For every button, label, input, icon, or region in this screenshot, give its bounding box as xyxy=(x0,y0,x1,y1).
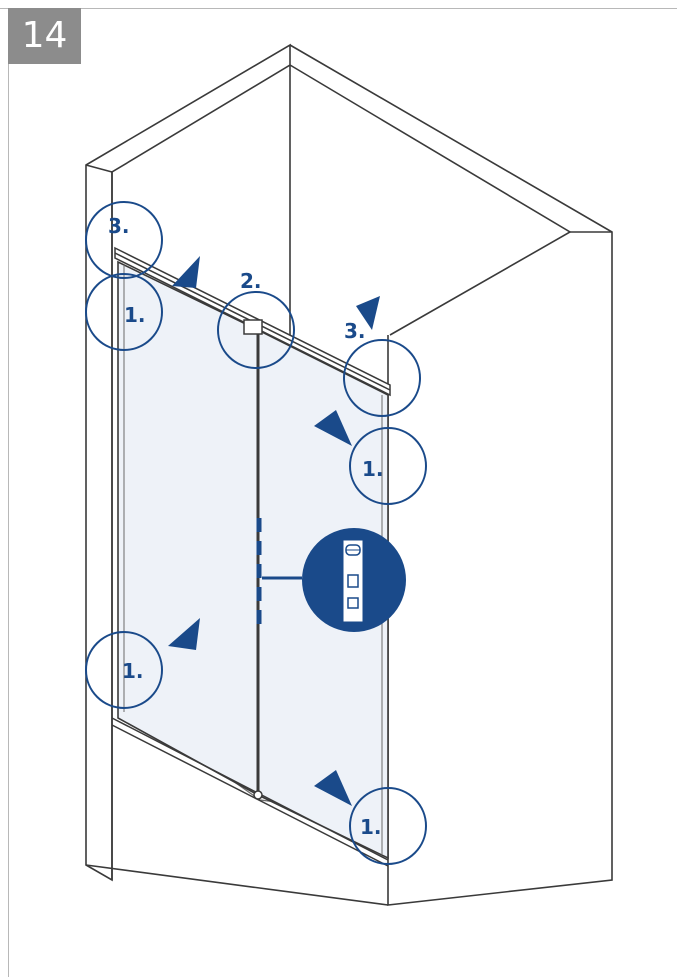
callout-3-top-left: 3. xyxy=(108,214,130,238)
spirit-level-icon xyxy=(262,528,406,632)
callout-1-bottom-right: 1. xyxy=(360,815,382,839)
callout-circles xyxy=(85,201,427,865)
callout-1-bottom-left: 1. xyxy=(122,659,144,683)
callout-1-top-left: 1. xyxy=(124,303,146,327)
callout-3-top-right: 3. xyxy=(344,319,366,343)
step-number-badge: 14 xyxy=(8,8,81,64)
callout-2-top-center: 2. xyxy=(240,269,262,293)
callout-labels: 3. 1. 2. 3. 1. 1. 1. xyxy=(108,214,384,839)
bottom-rail xyxy=(111,717,389,867)
callout-1-right-mid: 1. xyxy=(362,457,384,481)
glass-panels xyxy=(117,260,389,860)
pointer-triangle-icon xyxy=(168,256,380,806)
frame-top-border xyxy=(0,8,677,9)
frame-left-border xyxy=(8,8,9,977)
